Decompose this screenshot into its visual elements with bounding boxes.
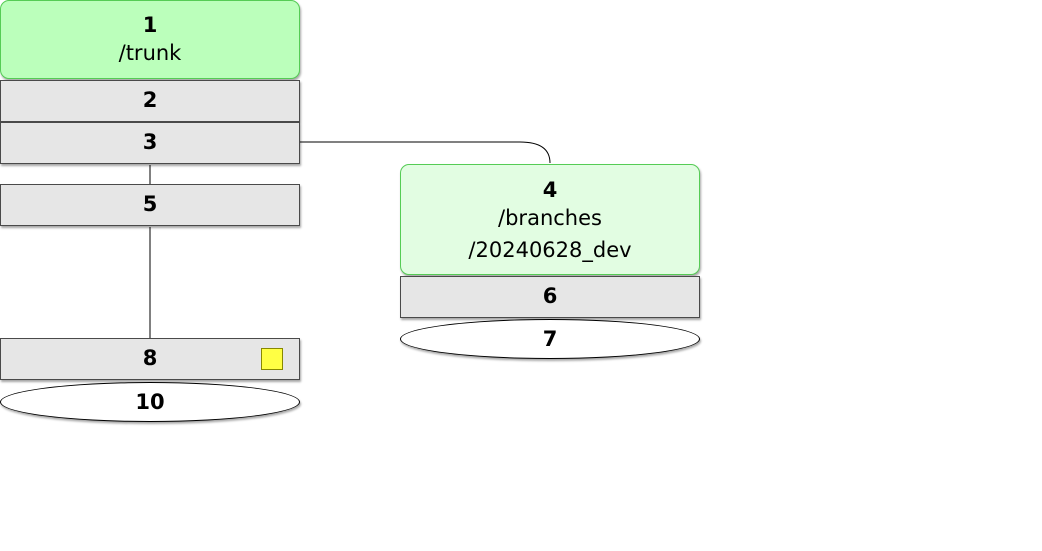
branch-path-line2: /20240628_dev <box>468 238 632 262</box>
revision-node-10[interactable]: 10 <box>0 382 300 422</box>
revision-node-6[interactable]: 6 <box>400 276 700 318</box>
branch-node-trunk[interactable]: 1 /trunk <box>0 0 300 79</box>
revision-node-5[interactable]: 5 <box>0 184 300 226</box>
revision-number: 7 <box>542 327 558 351</box>
revision-number: 8 <box>142 346 158 370</box>
revision-number: 1 <box>142 13 158 37</box>
branch-path-line1: /branches <box>498 206 602 230</box>
revision-node-2[interactable]: 2 <box>0 80 300 122</box>
modified-marker-icon <box>261 348 283 370</box>
revision-node-8[interactable]: 8 <box>0 338 300 380</box>
revision-node-3[interactable]: 3 <box>0 122 300 164</box>
revision-number: 10 <box>135 390 165 414</box>
revision-number: 2 <box>142 88 158 112</box>
revision-number: 6 <box>542 284 558 308</box>
revision-number: 5 <box>142 192 158 216</box>
branch-path-label: /trunk <box>118 41 182 65</box>
branch-connector-3-4 <box>300 141 551 164</box>
revision-number: 4 <box>542 178 558 202</box>
revision-node-7[interactable]: 7 <box>400 319 700 359</box>
branch-node-20240628-dev[interactable]: 4 /branches /20240628_dev <box>400 164 700 275</box>
revision-number: 3 <box>142 130 158 154</box>
